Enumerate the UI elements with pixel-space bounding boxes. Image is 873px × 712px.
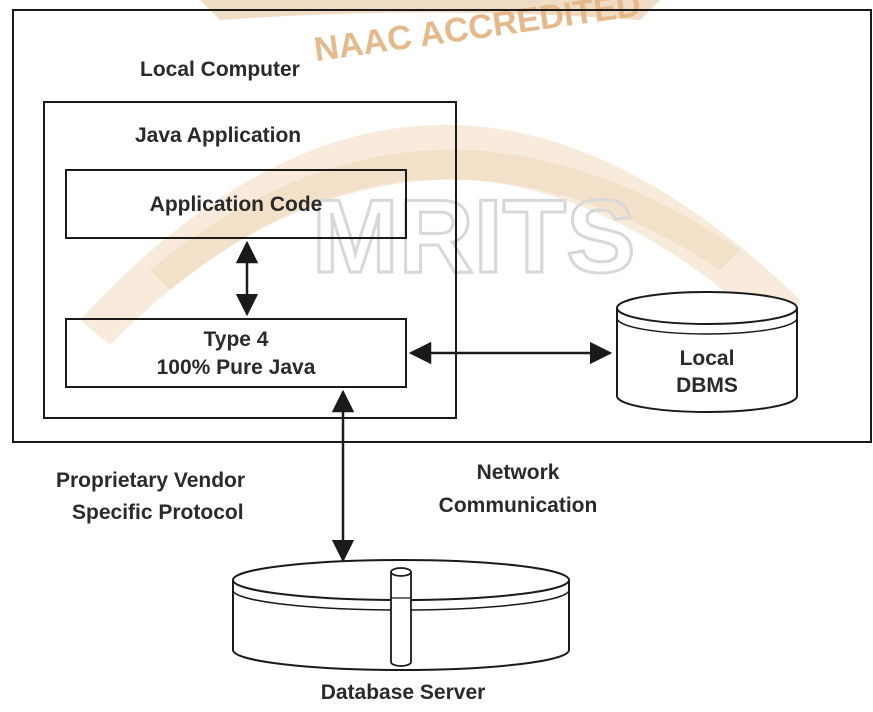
protocol-label-line1: Proprietary Vendor — [56, 469, 245, 492]
java-application-box — [43, 101, 457, 419]
network-label-line1: Network — [477, 461, 560, 484]
network-label-line2: Communication — [439, 494, 598, 517]
watermark-arc-inner — [150, 149, 740, 290]
local-dbms-line1: Local — [680, 347, 735, 370]
type4-driver-line2: 100% Pure Java — [157, 356, 316, 379]
type4-driver-box — [65, 318, 407, 388]
database-server-label: Database Server — [321, 681, 486, 704]
local-dbms-line2: DBMS — [676, 374, 738, 397]
local-dbms-cylinder — [616, 291, 798, 413]
protocol-label-line2: Specific Protocol — [72, 501, 244, 524]
local-computer-box — [12, 9, 872, 443]
application-code-box — [65, 169, 407, 239]
java-application-label: Java Application — [135, 124, 301, 147]
local-computer-label: Local Computer — [140, 58, 300, 81]
type4-driver-line1: Type 4 — [204, 328, 269, 351]
watermark-arc-outer — [80, 124, 800, 345]
database-server-cylinders — [232, 559, 570, 671]
application-code-label: Application Code — [150, 193, 323, 216]
